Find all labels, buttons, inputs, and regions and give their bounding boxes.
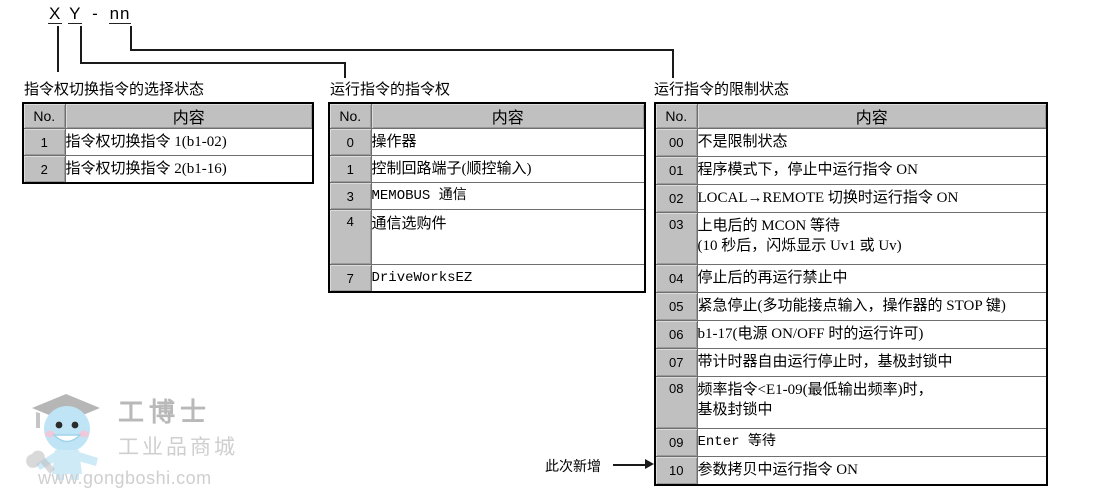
annotation-arrow-line (613, 464, 649, 466)
row-content: 不是限制状态 (696, 128, 1048, 157)
watermark: 工博士 工业品商城 www.gongboshi.com (18, 382, 248, 494)
watermark-url: www.gongboshi.com (38, 468, 212, 488)
caption-section-3: 运行指令的限制状态 (654, 82, 790, 98)
row-no: 08 (654, 376, 698, 429)
table-row: 09 Enter 等待 (654, 428, 1048, 457)
mascot-logo-icon (26, 394, 100, 480)
row-no: 7 (328, 264, 372, 293)
table-header-row: No. 内容 (328, 102, 646, 129)
table-row: 06 b1-17(电源 ON/OFF 时的运行许可) (654, 320, 1048, 349)
table-row: 10 参数拷贝中运行指令 ON (654, 456, 1048, 486)
row-no: 07 (654, 348, 698, 377)
row-no: 03 (654, 212, 698, 265)
row-content: 程序模式下，停止中运行指令 ON (696, 156, 1048, 185)
row-content: 控制回路端子(顺控输入) (370, 155, 646, 183)
row-content: 通信选购件 (370, 209, 646, 265)
row-content: 频率指令<E1-09(最低输出频率)时， 基极封锁中 (696, 376, 1048, 429)
table-row: 7 DriveWorksEZ (328, 264, 646, 293)
row-no: 02 (654, 184, 698, 213)
connector-y-horizontal (80, 62, 345, 64)
table-row: 02 LOCAL→REMOTE 切换时运行指令 ON (654, 184, 1048, 213)
row-no: 2 (22, 155, 66, 184)
row-no: 06 (654, 320, 698, 349)
row-content: 操作器 (370, 128, 646, 156)
connector-y-vertical-drop (344, 62, 346, 78)
row-content: 参数拷贝中运行指令 ON (696, 456, 1048, 486)
table-row: 07 带计时器自由运行停止时，基极封锁中 (654, 348, 1048, 377)
code-segment-y: Y (68, 4, 83, 24)
connector-y-vertical-top (80, 26, 82, 63)
table-command-switch-selection: No. 内容 1 指令权切换指令 1(b1-02) 2 指令权切换指令 2(b1… (22, 102, 314, 184)
connector-x-vertical (57, 26, 59, 72)
watermark-brand: 工博士 (118, 398, 212, 427)
row-no: 3 (328, 182, 372, 210)
table-row: 00 不是限制状态 (654, 128, 1048, 157)
table-row: 03 上电后的 MCON 等待 (10 秒后，闪烁显示 Uv1 或 Uv) (654, 212, 1048, 265)
annotation-arrow-head-icon (645, 459, 654, 469)
connector-nn-vertical-top (130, 26, 132, 50)
row-no: 04 (654, 264, 698, 293)
code-segment-nn: nn (108, 4, 132, 24)
row-content: b1-17(电源 ON/OFF 时的运行许可) (696, 320, 1048, 349)
table-row: 2 指令权切换指令 2(b1-16) (22, 155, 314, 184)
caption-section-1: 指令权切换指令的选择状态 (24, 82, 205, 98)
table-run-command-restriction: No. 内容 00 不是限制状态 01 程序模式下，停止中运行指令 ON 02 … (654, 102, 1048, 486)
column-header-no: No. (328, 102, 372, 129)
column-header-no: No. (22, 102, 66, 129)
table-row: 0 操作器 (328, 128, 646, 156)
table-row: 05 紧急停止(多功能接点输入，操作器的 STOP 键) (654, 292, 1048, 321)
row-content: 紧急停止(多功能接点输入，操作器的 STOP 键) (696, 292, 1048, 321)
code-segment-x: X (48, 4, 63, 24)
row-content: 指令权切换指令 1(b1-02) (64, 128, 314, 156)
annotation-label: 此次新增 (545, 460, 601, 475)
row-content: 上电后的 MCON 等待 (10 秒后，闪烁显示 Uv1 或 Uv) (696, 212, 1048, 265)
column-header-content: 内容 (64, 102, 314, 129)
table-row: 4 通信选购件 (328, 209, 646, 265)
table-row: 1 指令权切换指令 1(b1-02) (22, 128, 314, 156)
row-no: 09 (654, 428, 698, 457)
row-no: 1 (328, 155, 372, 183)
code-format-label: X Y - nn (48, 4, 132, 24)
connector-nn-horizontal (130, 49, 673, 51)
row-content: MEMOBUS 通信 (370, 182, 646, 210)
connector-nn-vertical-drop (672, 49, 674, 78)
row-content: LOCAL→REMOTE 切换时运行指令 ON (696, 184, 1048, 213)
table-run-command-authority: No. 内容 0 操作器 1 控制回路端子(顺控输入) 3 MEMOBUS 通信… (328, 102, 646, 293)
row-no: 0 (328, 128, 372, 156)
watermark-subtitle: 工业品商城 (118, 435, 238, 459)
row-no: 00 (654, 128, 698, 157)
row-content: Enter 等待 (696, 428, 1048, 457)
row-no: 05 (654, 292, 698, 321)
row-no: 1 (22, 128, 66, 156)
column-header-content: 内容 (370, 102, 646, 129)
table-row: 01 程序模式下，停止中运行指令 ON (654, 156, 1048, 185)
row-no: 4 (328, 209, 372, 265)
table-header-row: No. 内容 (654, 102, 1048, 129)
column-header-no: No. (654, 102, 698, 129)
row-no: 01 (654, 156, 698, 185)
table-row: 04 停止后的再运行禁止中 (654, 264, 1048, 293)
table-row: 1 控制回路端子(顺控输入) (328, 155, 646, 183)
row-content: DriveWorksEZ (370, 264, 646, 293)
row-content: 停止后的再运行禁止中 (696, 264, 1048, 293)
code-dash: - (92, 4, 99, 23)
table-row: 08 频率指令<E1-09(最低输出频率)时， 基极封锁中 (654, 376, 1048, 429)
table-row: 3 MEMOBUS 通信 (328, 182, 646, 210)
row-content: 指令权切换指令 2(b1-16) (64, 155, 314, 184)
table-header-row: No. 内容 (22, 102, 314, 129)
column-header-content: 内容 (696, 102, 1048, 129)
row-content: 带计时器自由运行停止时，基极封锁中 (696, 348, 1048, 377)
watermark-text-block: 工博士 工业品商城 (118, 392, 238, 461)
row-no: 10 (654, 456, 698, 486)
caption-section-2: 运行指令的指令权 (330, 82, 451, 98)
